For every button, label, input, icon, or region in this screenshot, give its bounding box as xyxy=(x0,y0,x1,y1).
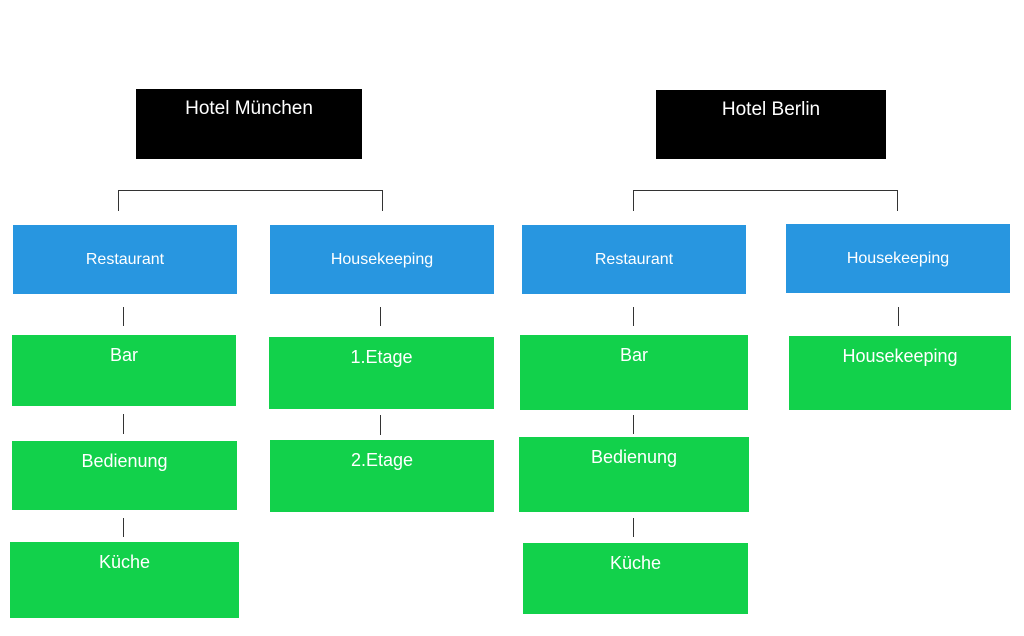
berlin-bar-label: Bar xyxy=(619,345,648,365)
muenchen-restaurant-connector-1 xyxy=(123,307,124,326)
muenchen-etage1-box: 1.Etage xyxy=(269,337,494,409)
muenchen-restaurant-label: Restaurant xyxy=(85,250,165,268)
muenchen-restaurant-connector-3 xyxy=(123,518,124,537)
berlin-restaurant-box: Restaurant xyxy=(522,225,746,294)
berlin-restaurant-connector-2 xyxy=(633,415,634,434)
berlin-connector-right xyxy=(897,190,898,211)
muenchen-housekeeping-connector-2 xyxy=(380,415,381,435)
muenchen-etage2-label: 2.Etage xyxy=(350,450,414,470)
muenchen-bar-box: Bar xyxy=(12,335,236,406)
muenchen-housekeeping-label: Housekeeping xyxy=(330,250,434,268)
muenchen-kueche-label: Küche xyxy=(98,552,151,572)
muenchen-connector-bar xyxy=(118,190,383,191)
berlin-restaurant-connector-1 xyxy=(633,307,634,326)
hotel-berlin-label: Hotel Berlin xyxy=(721,99,821,120)
berlin-kueche-box: Küche xyxy=(523,543,748,614)
berlin-housekeeping-unit-box: Housekeeping xyxy=(789,336,1011,410)
muenchen-bar-label: Bar xyxy=(109,345,138,365)
muenchen-restaurant-box: Restaurant xyxy=(13,225,237,294)
muenchen-bedienung-box: Bedienung xyxy=(12,441,237,510)
muenchen-restaurant-connector-2 xyxy=(123,414,124,434)
muenchen-connector-right xyxy=(382,190,383,211)
berlin-restaurant-connector-3 xyxy=(633,518,634,537)
muenchen-housekeeping-connector-1 xyxy=(380,307,381,326)
berlin-housekeeping-box: Housekeeping xyxy=(786,224,1010,293)
hotel-muenchen-label: Hotel München xyxy=(185,98,313,119)
muenchen-connector-left xyxy=(118,190,119,211)
berlin-kueche-label: Küche xyxy=(609,553,662,573)
berlin-restaurant-label: Restaurant xyxy=(594,250,674,268)
berlin-housekeeping-label: Housekeeping xyxy=(846,249,950,267)
berlin-bar-box: Bar xyxy=(520,335,748,410)
muenchen-housekeeping-box: Housekeeping xyxy=(270,225,494,294)
berlin-housekeeping-unit-label: Housekeeping xyxy=(842,346,958,366)
berlin-bedienung-box: Bedienung xyxy=(519,437,749,512)
muenchen-kueche-box: Küche xyxy=(10,542,239,618)
berlin-connector-left xyxy=(633,190,634,211)
muenchen-etage1-label: 1.Etage xyxy=(350,347,413,367)
berlin-bedienung-label: Bedienung xyxy=(590,447,678,467)
berlin-connector-bar xyxy=(633,190,898,191)
muenchen-bedienung-label: Bedienung xyxy=(81,451,168,471)
berlin-housekeeping-connector-1 xyxy=(898,307,899,326)
hotel-berlin-box: Hotel Berlin xyxy=(656,90,886,159)
muenchen-etage2-box: 2.Etage xyxy=(270,440,494,512)
hotel-muenchen-box: Hotel München xyxy=(136,89,362,159)
